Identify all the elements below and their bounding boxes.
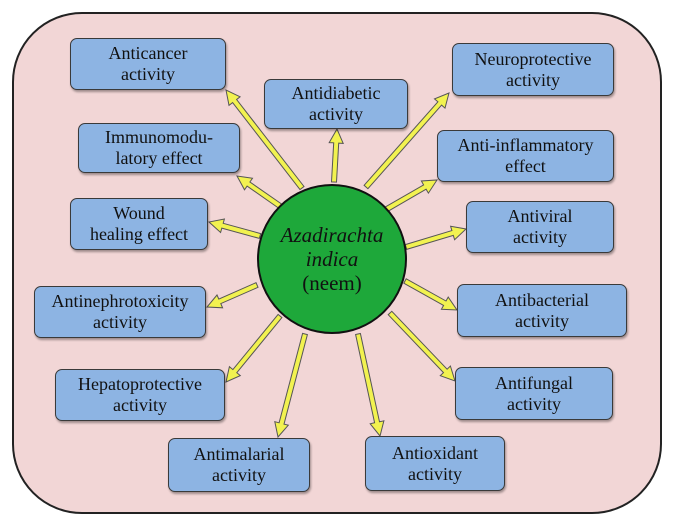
box-antibacterial: Antibacterial activity: [457, 284, 627, 337]
box-antimalarial: Antimalarial activity: [168, 438, 310, 492]
box-label: Immunomodu-: [105, 127, 213, 147]
box-antiviral: Antiviral activity: [466, 201, 614, 253]
box-immunomodulatory: Immunomodu- latory effect: [78, 123, 240, 173]
arrow-antioxidant: [355, 332, 385, 438]
box-label: Hepatoprotective: [78, 374, 202, 394]
box-label: Antibacterial: [495, 289, 589, 310]
box-label: activity: [212, 465, 266, 485]
box-label: healing effect: [89, 224, 189, 244]
arrow-antidiabetic: [328, 127, 344, 183]
box-label: activity: [408, 463, 462, 484]
arrow-immunomodulatory: [236, 175, 283, 209]
box-neuroprotective: Neuroprotective activity: [452, 43, 614, 96]
box-hepatoprotective: Hepatoprotective activity: [55, 369, 225, 421]
box-label: Antinephrotoxicity: [51, 291, 189, 311]
box-antinephrotoxicity: Antinephrotoxicity activity: [34, 286, 206, 338]
center-common-name: (neem): [302, 271, 362, 295]
center-circle: Azadirachta indica (neem): [257, 184, 407, 334]
box-label: activity: [121, 64, 175, 84]
center-genus: Azadirachta: [280, 223, 384, 247]
box-label: effect: [505, 156, 546, 176]
arrow-neuroprotective: [363, 92, 450, 190]
box-label: Wound: [113, 203, 165, 223]
arrow-antifungal: [387, 310, 456, 382]
box-label: Anti-inflammatory: [457, 135, 594, 155]
center-species: indica: [305, 247, 359, 271]
box-anticancer: Anticancer activity: [70, 38, 226, 90]
arrow-antimalarial: [274, 332, 309, 439]
box-label: activity: [113, 395, 167, 415]
arrow-hepatoprotective: [225, 313, 283, 383]
box-label: Anticancer: [108, 43, 188, 63]
box-label: Neuroprotective: [474, 48, 592, 69]
box-label: activity: [507, 393, 561, 414]
box-label: latory effect: [115, 148, 203, 168]
box-label: Antifungal: [495, 372, 573, 393]
box-label: activity: [515, 310, 569, 331]
arrow-antiviral: [404, 225, 468, 251]
box-wound-healing: Wound healing effect: [70, 198, 208, 250]
arrow-wound-healing: [207, 218, 262, 240]
box-antidiabetic: Antidiabetic activity: [264, 79, 408, 129]
box-label: activity: [506, 69, 560, 90]
arrow-antinephrotoxicity: [205, 282, 259, 309]
box-antifungal: Antifungal activity: [455, 367, 613, 420]
box-label: activity: [93, 312, 147, 332]
arrow-antibacterial: [403, 278, 458, 311]
arrow-anticancer: [225, 89, 305, 191]
box-label: Antimalarial: [193, 444, 285, 464]
box-label: Antidiabetic: [291, 83, 381, 103]
box-antioxidant: Antioxidant activity: [365, 436, 505, 491]
box-label: Antioxidant: [392, 442, 478, 463]
box-anti-inflammatory: Anti-inflammatory effect: [437, 130, 614, 182]
box-label: activity: [309, 104, 363, 124]
box-label: activity: [513, 227, 567, 247]
box-label: Antiviral: [507, 206, 573, 226]
